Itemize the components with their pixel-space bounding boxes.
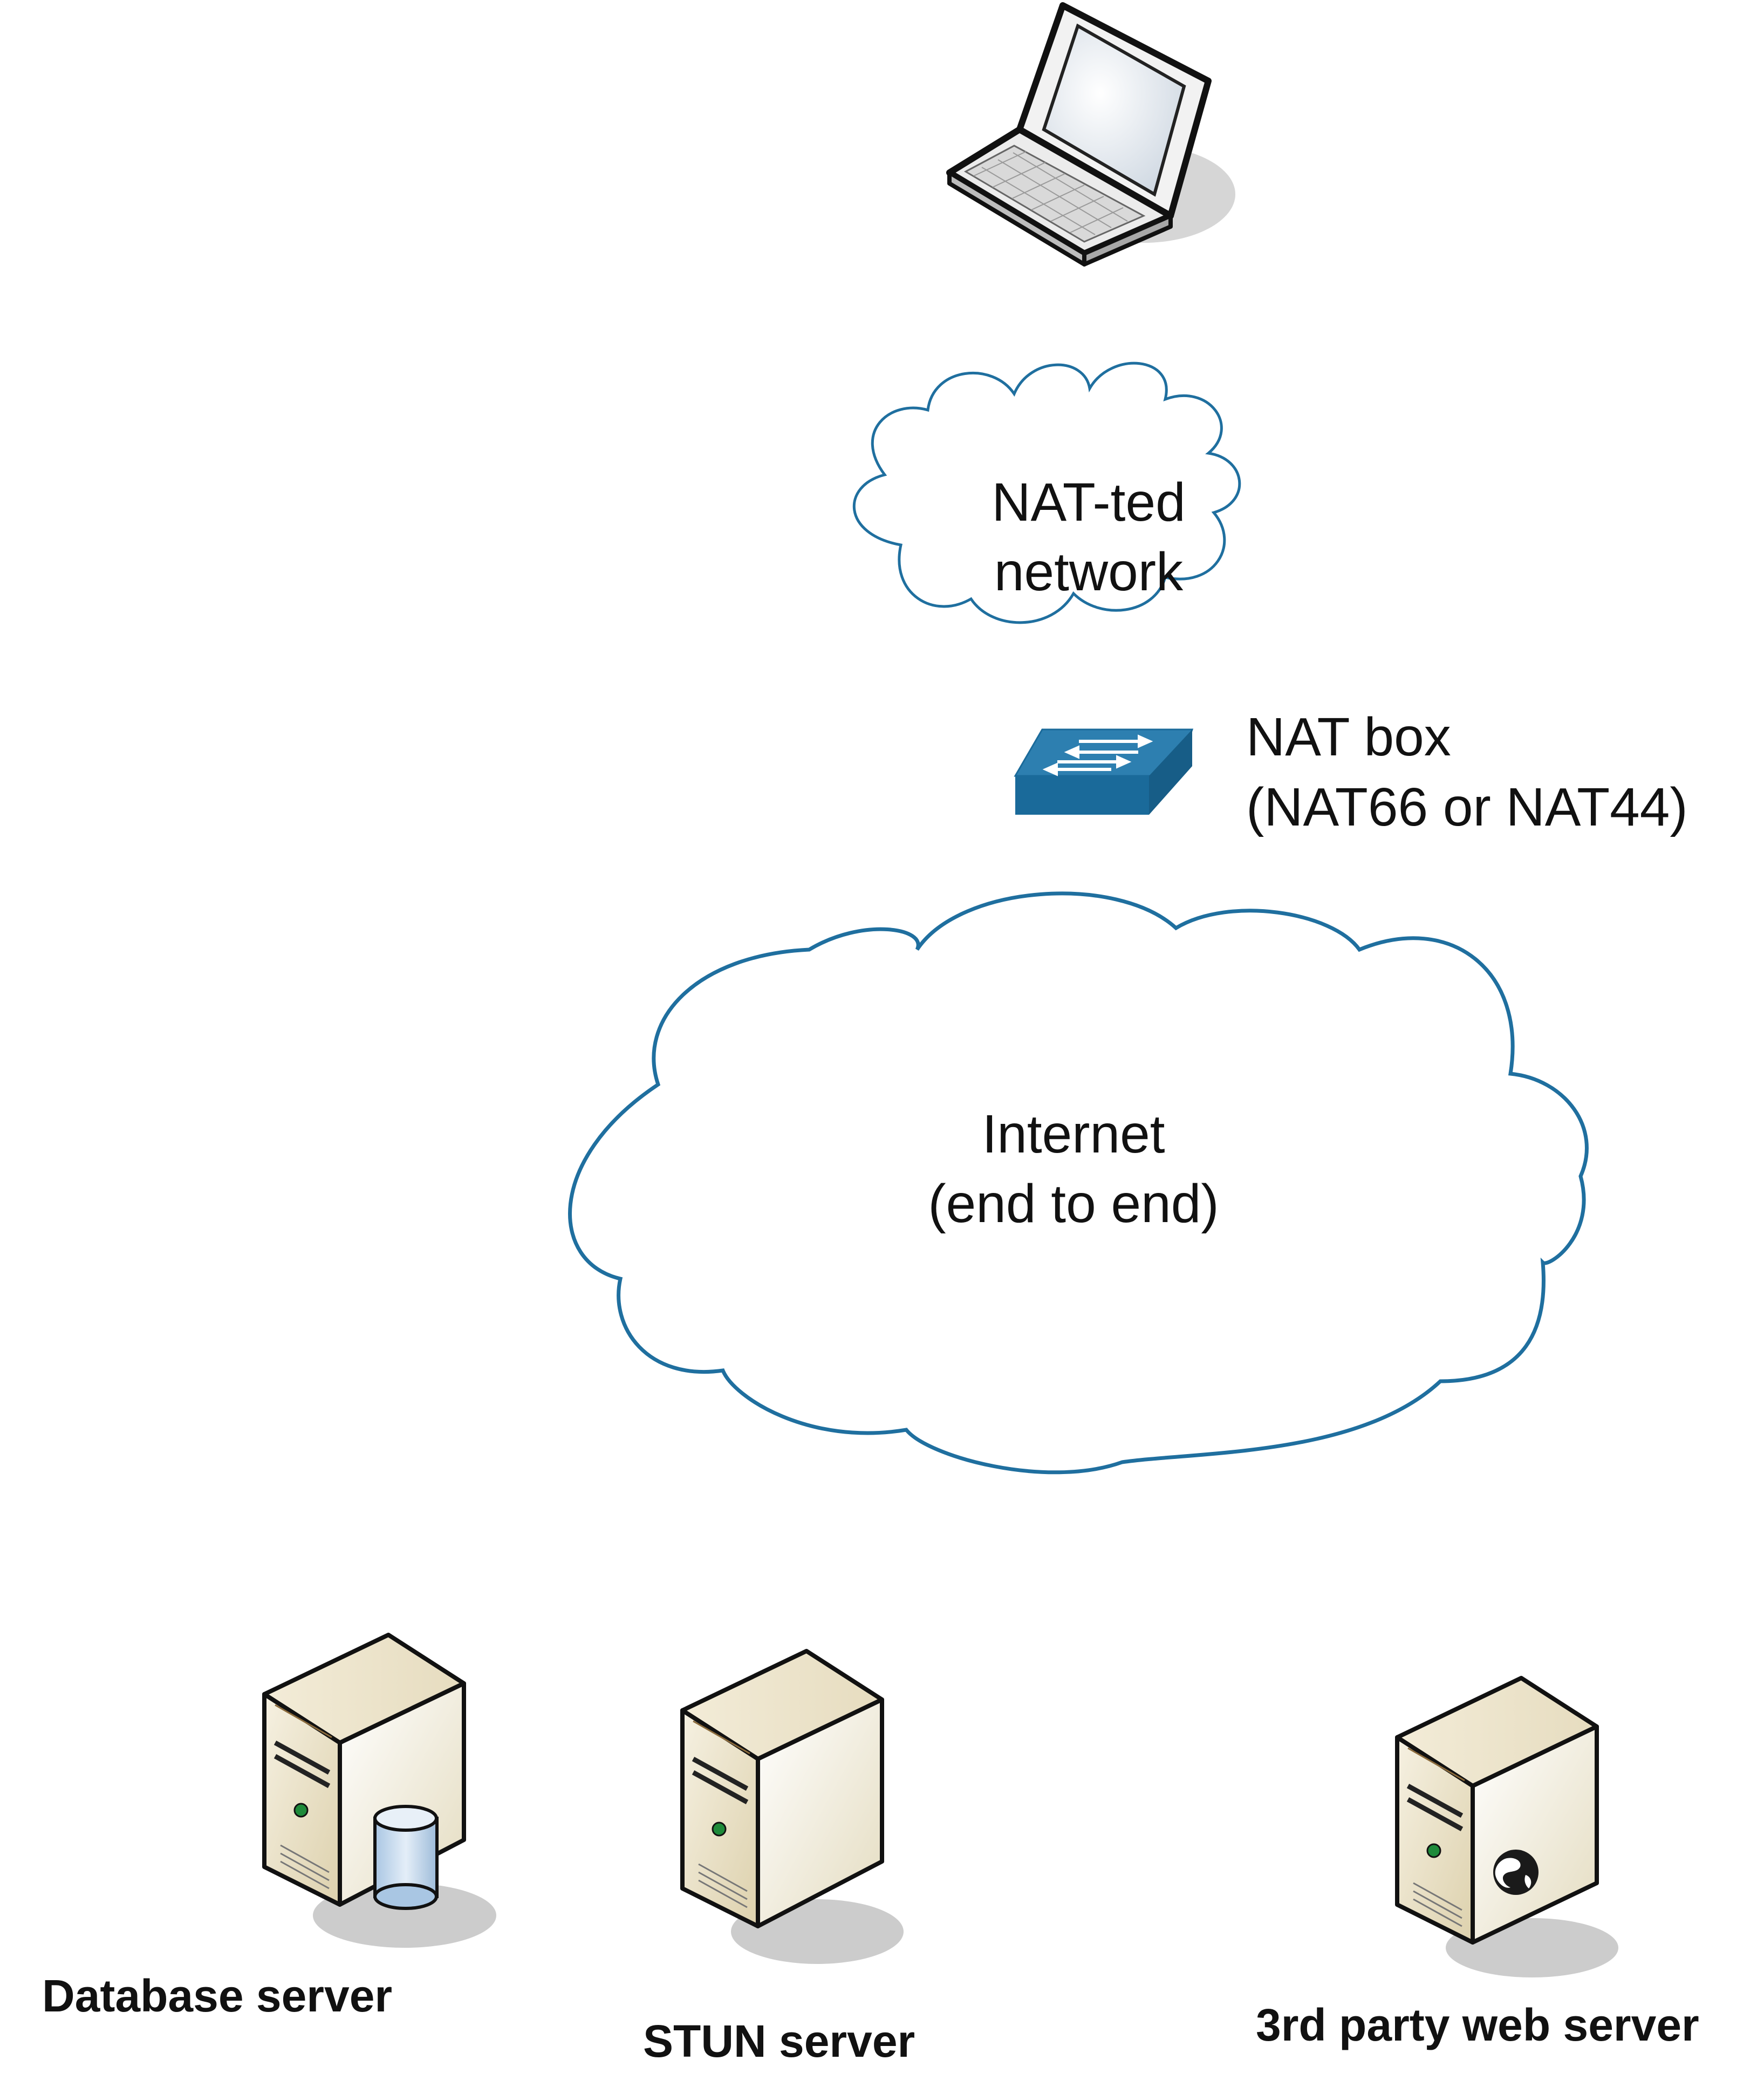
web-server-label: 3rd party web server xyxy=(1256,2000,1699,2050)
internet-cloud-line1: Internet xyxy=(982,1104,1165,1164)
internet-cloud: Internet (end to end) xyxy=(568,891,1589,1475)
database-server-label: Database server xyxy=(42,1970,392,2021)
web-server-icon xyxy=(1395,1676,1618,1977)
stun-server-label: STUN server xyxy=(643,2016,915,2066)
globe-icon xyxy=(1493,1850,1539,1895)
nat-switch-icon xyxy=(1014,728,1194,815)
natted-network-cloud: NAT-ted network xyxy=(852,361,1241,624)
natted-cloud-line2: network xyxy=(994,542,1184,602)
internet-cloud-line2: (end to end) xyxy=(928,1174,1219,1234)
nat-box-line1: NAT box xyxy=(1246,707,1451,767)
natted-cloud-line1: NAT-ted xyxy=(992,472,1185,533)
laptop-icon xyxy=(946,2,1235,267)
stun-server-icon xyxy=(680,1649,904,1964)
nat-box-line2: (NAT66 or NAT44) xyxy=(1246,777,1688,837)
database-server-icon xyxy=(262,1633,496,1948)
